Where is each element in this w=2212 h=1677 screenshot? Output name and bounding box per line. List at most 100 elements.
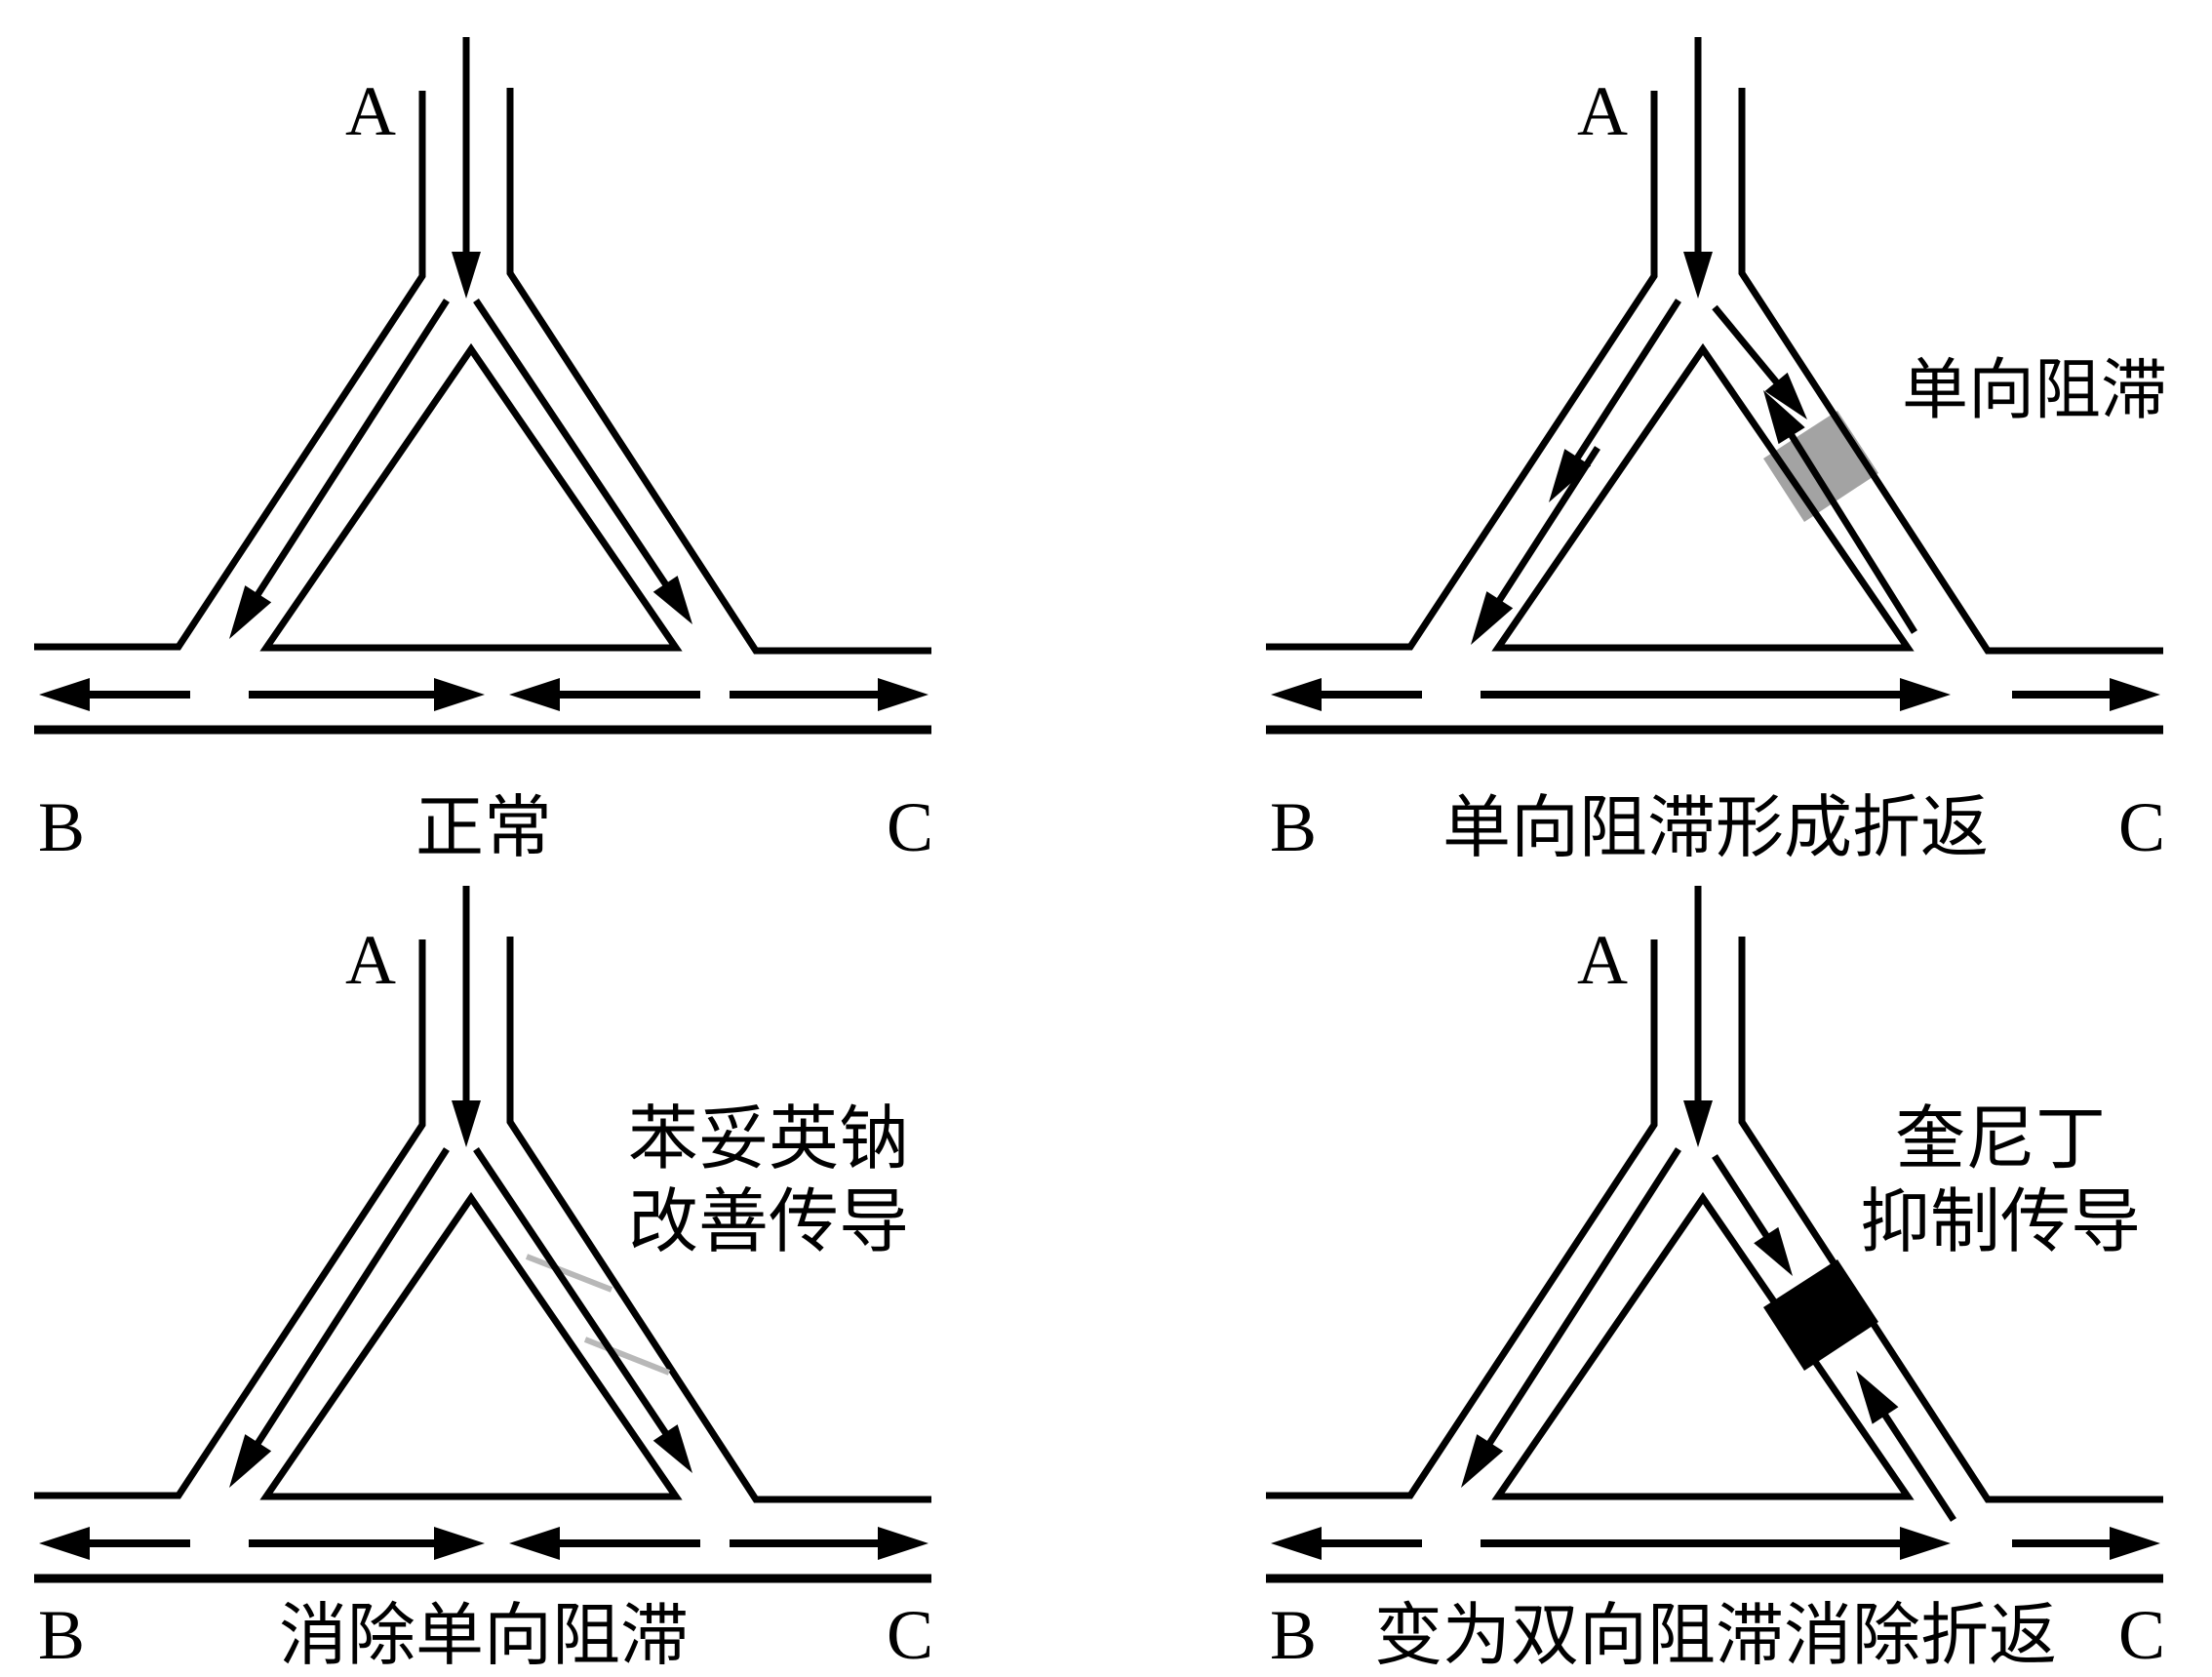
right-branch-arrow-1-shaft [1712,304,1782,387]
panel-caption: 消除单向阻滞 [279,1599,689,1674]
muscle-arrow-1 [39,678,190,711]
retrograde-arrow-1 [1856,1371,1956,1522]
muscle-arrow-3 [509,1527,700,1560]
right-branch-arrow-1 [473,299,692,624]
muscle-arrow-1 [39,1527,190,1560]
branch-b-wall [34,91,426,651]
island-outline [1491,1191,1915,1500]
branch-c-wall [506,937,931,1503]
right-branch-arrow-1-head [652,1424,692,1473]
node-label-top: A [1577,72,1628,150]
right-branch-arrow-1-shaft [1712,1154,1771,1241]
right-branch-arrow-1-head [1764,372,1807,419]
muscle-arrow-1-head [39,678,90,711]
muscle-arrow-2-head [1900,1527,1951,1560]
panel-caption: 单向阻滞形成折返 [1442,791,1989,858]
node-label-bottom-left: B [38,788,85,858]
muscle-arrow-3-head [2110,678,2160,711]
muscle-arrow-2 [249,678,485,711]
left-branch-arrow-2-head [1471,591,1514,645]
left-branch-arrow-1 [229,299,450,639]
right-branch-arrow-1-shaft [473,299,671,589]
panel-caption: 正常 [415,791,552,858]
retrograde-arrow-1-shaft [1787,430,1917,634]
muscle-arrow-2-head [434,678,485,711]
muscle-arrow-2-head [434,1527,485,1560]
right-branch-arrow-1 [473,1147,692,1473]
muscle-arrow-2 [1481,1527,1951,1560]
branch-c-wall [506,88,931,655]
muscle-arrow-3 [509,678,700,711]
muscle-arrow-4-head [878,1527,928,1560]
right-branch-arrow-1 [1712,304,1807,419]
muscle-arrow-2 [1481,678,1951,711]
left-branch-arrow-1-head [1461,1434,1504,1488]
branch-b-wall [1266,939,1658,1499]
muscle-arrow-1 [1271,1527,1422,1560]
node-label-top: A [1577,921,1628,999]
branch-c-wall [1738,937,2163,1503]
muscle-arrow-1-head [39,1527,90,1560]
main-impulse-arrow-head [452,1100,481,1147]
panel-caption: 变为双向阻滞消除折返 [1374,1599,2057,1674]
muscle-arrow-4-head [878,678,928,711]
left-branch-arrow-1 [1549,299,1681,502]
muscle-arrow-2 [249,1527,485,1560]
left-branch-arrow-1-head [229,1434,272,1488]
right-branch-arrow-1 [1712,1154,1793,1276]
muscle-arrow-3 [2012,678,2160,711]
retrograde-arrow-1-head [1856,1371,1899,1424]
main-impulse-arrow-head [1683,1100,1713,1147]
main-impulse-arrow [452,37,481,299]
branch-b-wall [1266,91,1658,651]
branch-b-wall [34,939,426,1499]
annotation-line-2: 抑制传导 [1860,1183,2141,1261]
muscle-arrow-4 [730,1527,928,1560]
node-label-bottom-left: B [1270,1596,1317,1674]
node-label-bottom-right: C [2118,788,2165,858]
main-impulse-arrow-head [1683,252,1713,299]
left-branch-arrow-1-shaft [253,299,450,599]
retrograde-arrow-1-head [1763,390,1805,445]
branch-c-wall [1738,88,2163,655]
left-branch-arrow-1-head [1549,449,1592,502]
main-impulse-arrow [1683,886,1713,1147]
right-branch-arrow-1-head [652,576,692,624]
left-branch-arrow-1 [1461,1147,1681,1488]
right-branch-arrow-1-shaft [473,1147,671,1438]
island-outline [259,342,683,652]
left-branch-arrow-1-shaft [253,1147,450,1448]
node-label-bottom-right: C [2118,1596,2165,1674]
main-impulse-arrow-head [452,252,481,299]
island-outline [1491,342,1915,652]
muscle-arrow-3-head [509,678,560,711]
conduction-restored-mark-1 [525,1254,613,1293]
annotation-line-1: 苯妥英钠 [628,1100,909,1178]
muscle-arrow-3 [2012,1527,2160,1560]
left-branch-arrow-2 [1471,446,1600,645]
left-branch-arrow-1-shaft [1572,299,1681,462]
muscle-arrow-2-head [1900,678,1951,711]
left-branch-arrow-2-shaft [1494,446,1600,606]
muscle-arrow-1-head [1271,1527,1322,1560]
muscle-arrow-4 [730,678,928,711]
node-label-top: A [345,72,396,150]
main-impulse-arrow [452,886,481,1147]
muscle-arrow-3-head [509,1527,560,1560]
annotation-line-2: 改善传导 [628,1183,909,1261]
node-label-bottom-left: B [1270,788,1317,858]
conduction-restored-mark-2 [583,1337,671,1376]
right-branch-arrow-1-head [1754,1226,1793,1276]
island-outline [259,1191,683,1500]
node-label-bottom-right: C [887,788,933,858]
retrograde-arrow-1 [1763,390,1917,634]
retrograde-arrow-1-shaft [1879,1410,1956,1522]
left-branch-arrow-1 [229,1147,450,1488]
muscle-arrow-1-head [1271,678,1322,711]
muscle-arrow-3-head [2110,1527,2160,1560]
node-label-top: A [345,921,396,999]
